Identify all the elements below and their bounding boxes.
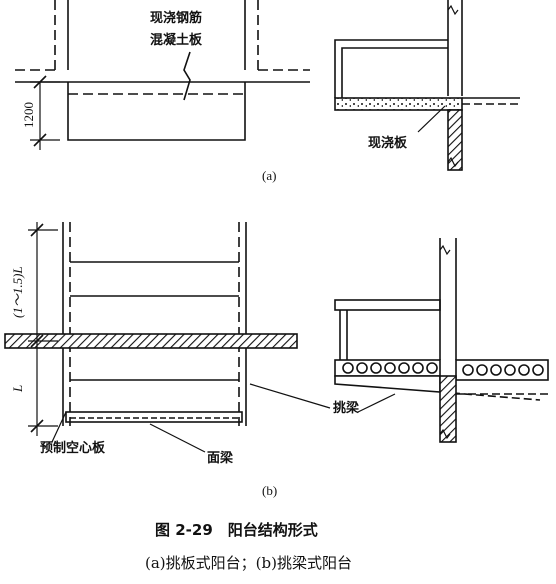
section-a <box>334 0 520 171</box>
cantilever-beam-label: 挑梁 <box>333 400 360 416</box>
figure-caption-title: 图 2-29 阳台结构形式 <box>155 521 318 539</box>
dimension-L: L <box>10 385 25 393</box>
cast-slab-label-bottom: 混凝土板 <box>150 32 203 48</box>
plan-b <box>4 222 298 453</box>
hollow-core-circles-floor <box>462 364 544 376</box>
figure-caption-subtitle: (a)挑板式阳台；(b)挑梁式阳台 <box>145 554 352 572</box>
cast-slab-section-label: 现浇板 <box>368 135 408 151</box>
hollow-slab-label: 预制空心板 <box>40 440 106 456</box>
section-b <box>249 238 549 443</box>
dimension-1200: 1200 <box>21 102 36 128</box>
figure-b-tag: (b) <box>262 483 277 498</box>
cast-slab-label-top: 现浇钢筋 <box>150 10 202 26</box>
face-beam-label: 面梁 <box>207 450 234 466</box>
plan-a <box>15 0 310 150</box>
dimension-1-1.5L: (1～1.5)L <box>10 266 25 318</box>
hollow-core-circles-balcony <box>342 362 438 374</box>
figure-a-tag: (a) <box>262 168 276 183</box>
